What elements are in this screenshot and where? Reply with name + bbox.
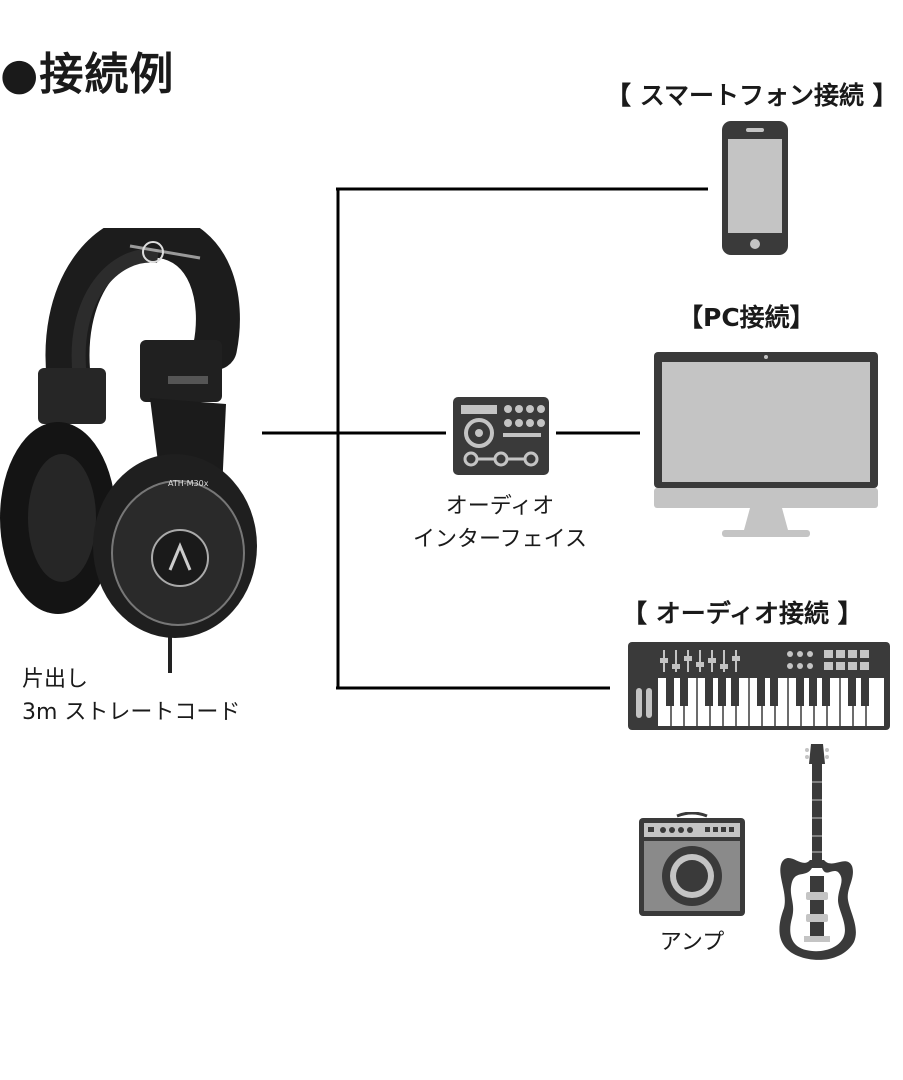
smartphone-icon <box>722 121 788 255</box>
electric-guitar-icon <box>779 744 856 960</box>
pc-connection-label: 【PC接続】 <box>678 303 815 332</box>
audio-interface-caption-line2: インターフェイス <box>412 527 588 552</box>
cable-caption-line2: 3m ストレートコード <box>22 700 241 725</box>
cable-caption: 片出し 3m ストレートコード <box>22 663 240 729</box>
page-title: ●接続例 <box>0 49 175 100</box>
audio-connection-label: 【 オーディオ接続 】 <box>622 599 863 628</box>
cable-caption-line1: 片出し <box>22 667 89 692</box>
amplifier-icon <box>639 812 745 916</box>
amp-caption: アンプ <box>659 930 725 955</box>
headphones-image: ATH-M30x <box>0 228 257 673</box>
audio-interface-icon <box>453 397 549 475</box>
model-print: ATH-M30x <box>168 479 209 488</box>
smartphone-connection-label: 【 スマートフォン接続 】 <box>606 81 898 110</box>
pc-monitor-icon <box>654 352 878 537</box>
audio-interface-caption: オーディオ インターフェイス <box>380 490 620 556</box>
audio-interface-caption-line1: オーディオ <box>445 494 555 519</box>
midi-keyboard-icon <box>628 642 890 730</box>
